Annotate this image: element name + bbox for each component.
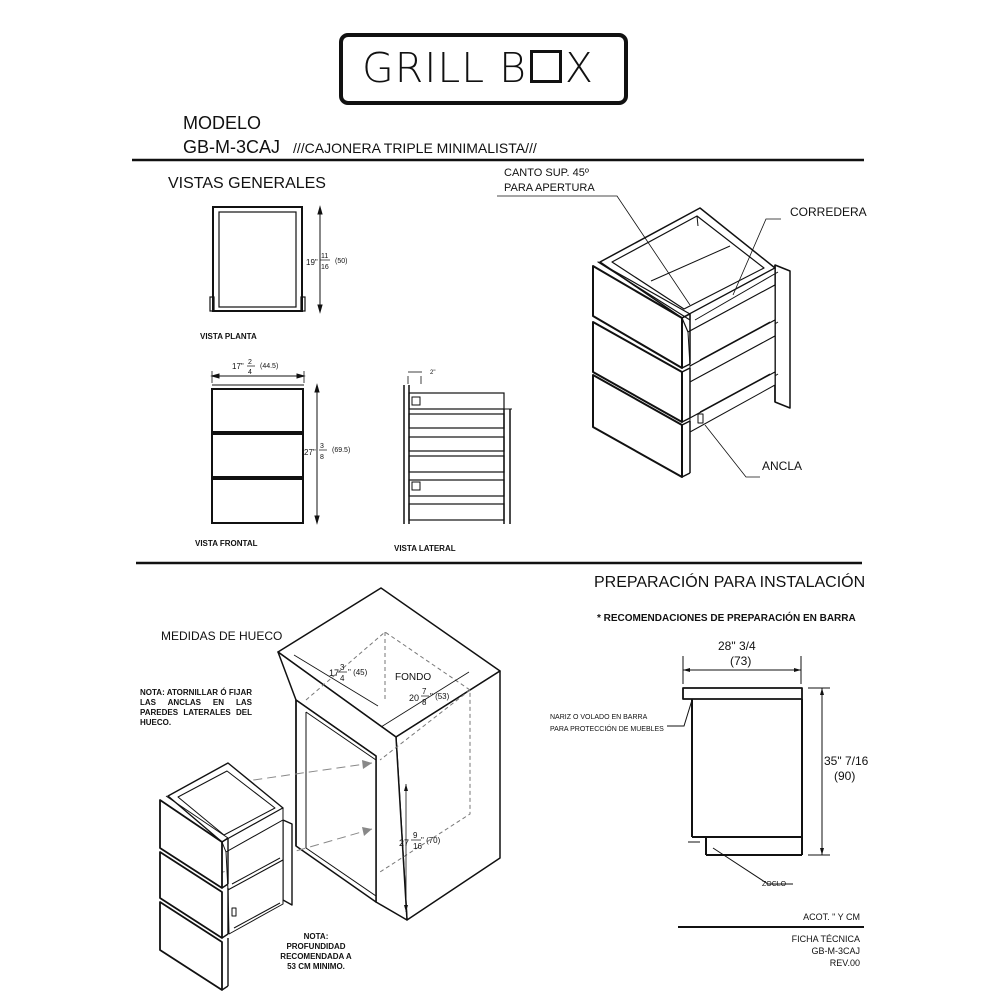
plan-dim-cm: (50) [335,258,347,265]
cavity-depth-inches: 20 [409,693,419,703]
front-width-numerator: 2 [248,359,252,366]
front-height-denominator: 8 [320,454,324,461]
depth-label: FONDO [395,672,431,683]
cavity-hidden-lines [305,631,471,873]
bevel-label-line2: PARA APERTURA [504,182,595,194]
cavity-title: MEDIDAS DE HUECO [161,629,282,643]
bar-height-inches: 35" 7/16 [824,754,869,768]
installation-title: PREPARACIÓN PARA INSTALACIÓN [594,572,865,591]
plan-dim-numerator: 11 [321,253,328,260]
cavity-height-inches: 27 [399,838,409,848]
bar-recommendation: * RECOMENDACIONES DE PREPARACIÓN EN BARR… [597,611,856,624]
bar-nose-line2: PARA PROTECCIÓN DE MUEBLES [550,724,664,733]
bar-nose-line1: NARIZ O VOLADO EN BARRA [550,714,648,721]
front-width-cm: (44.5) [260,363,278,370]
cavity-width-denominator: 4 [340,674,345,683]
plan-view-label: VISTA PLANTA [200,332,257,341]
front-height-cm: (69.5) [332,447,350,454]
cavity-cabinet [277,587,501,921]
plan-view [209,205,323,314]
note-screw-anchors: NOTA: ATORNILLAR Ó FIJAR LAS ANCLAS EN L… [140,688,252,727]
bar-section [682,687,803,856]
brand-logo-text-end: X [564,44,595,92]
plan-dim-denominator: 16 [321,264,329,271]
side-dim: 2" [430,370,435,376]
sheet-label: FICHA TÉCNICA [792,934,860,944]
general-views-title: VISTAS GENERALES [168,175,326,192]
brand-logo: GRILL B X [362,44,594,92]
cavity-height-numerator: 9 [413,831,418,840]
cavity-width-cm: " (45) [348,668,368,677]
cavity-depth-cm: " (53) [430,692,450,701]
cavity-dimensions [293,654,470,912]
front-width-inches: 17" [232,362,244,371]
front-height-numerator: 3 [320,443,324,450]
bar-width-inches: 28" 3/4 [718,639,756,653]
bevel-label-line1: CANTO SUP. 45º [504,167,589,179]
front-width-denominator: 4 [248,369,252,376]
model-code: GB-M-3CAJ [183,137,281,157]
drawer-unit-small [159,762,293,991]
sheet-code: GB-M-3CAJ [811,946,860,956]
brand-logo-text: GRILL B [362,44,527,92]
plinth-label: ZOCLO [762,881,787,888]
cavity-height-denominator: 16 [413,842,422,851]
note-depth: NOTA: PROFUNDIDAD RECOMENDADA A 53 CM MI… [280,932,352,971]
iso-leaders [497,195,781,478]
bar-height-dimension [667,687,830,885]
model-description: ///CAJONERA TRIPLE MINIMALISTA/// [293,140,537,156]
side-view [403,371,512,524]
isometric-drawer-unit [592,207,791,478]
anchor-label: ANCLA [762,459,802,473]
bar-height-cm: (90) [834,769,855,783]
cavity-height-cm: " (70) [421,836,441,845]
insertion-arrowhead-icon [362,760,372,769]
logo-square-o-icon [529,50,562,83]
cavity-width-numerator: 3 [340,663,345,672]
plan-dim-inches: 19" [306,258,318,267]
units-note: ACOT. " Y CM [803,912,860,922]
front-view [210,371,320,525]
cavity-depth-numerator: 7 [422,687,427,696]
bar-width-cm: (73) [730,654,751,668]
slide-label: CORREDERA [790,205,867,219]
brand-logo-frame [339,33,628,105]
front-view-label: VISTA FRONTAL [195,539,258,548]
cavity-width-inches: 17 [329,668,339,678]
cavity-depth-denominator: 8 [422,698,427,707]
side-view-label: VISTA LATERAL [394,544,456,553]
insertion-arrowhead-icon [362,827,372,836]
front-height-inches: 27" [304,448,316,457]
sheet-revision: REV.00 [830,958,860,968]
model-label: MODELO [183,113,262,133]
